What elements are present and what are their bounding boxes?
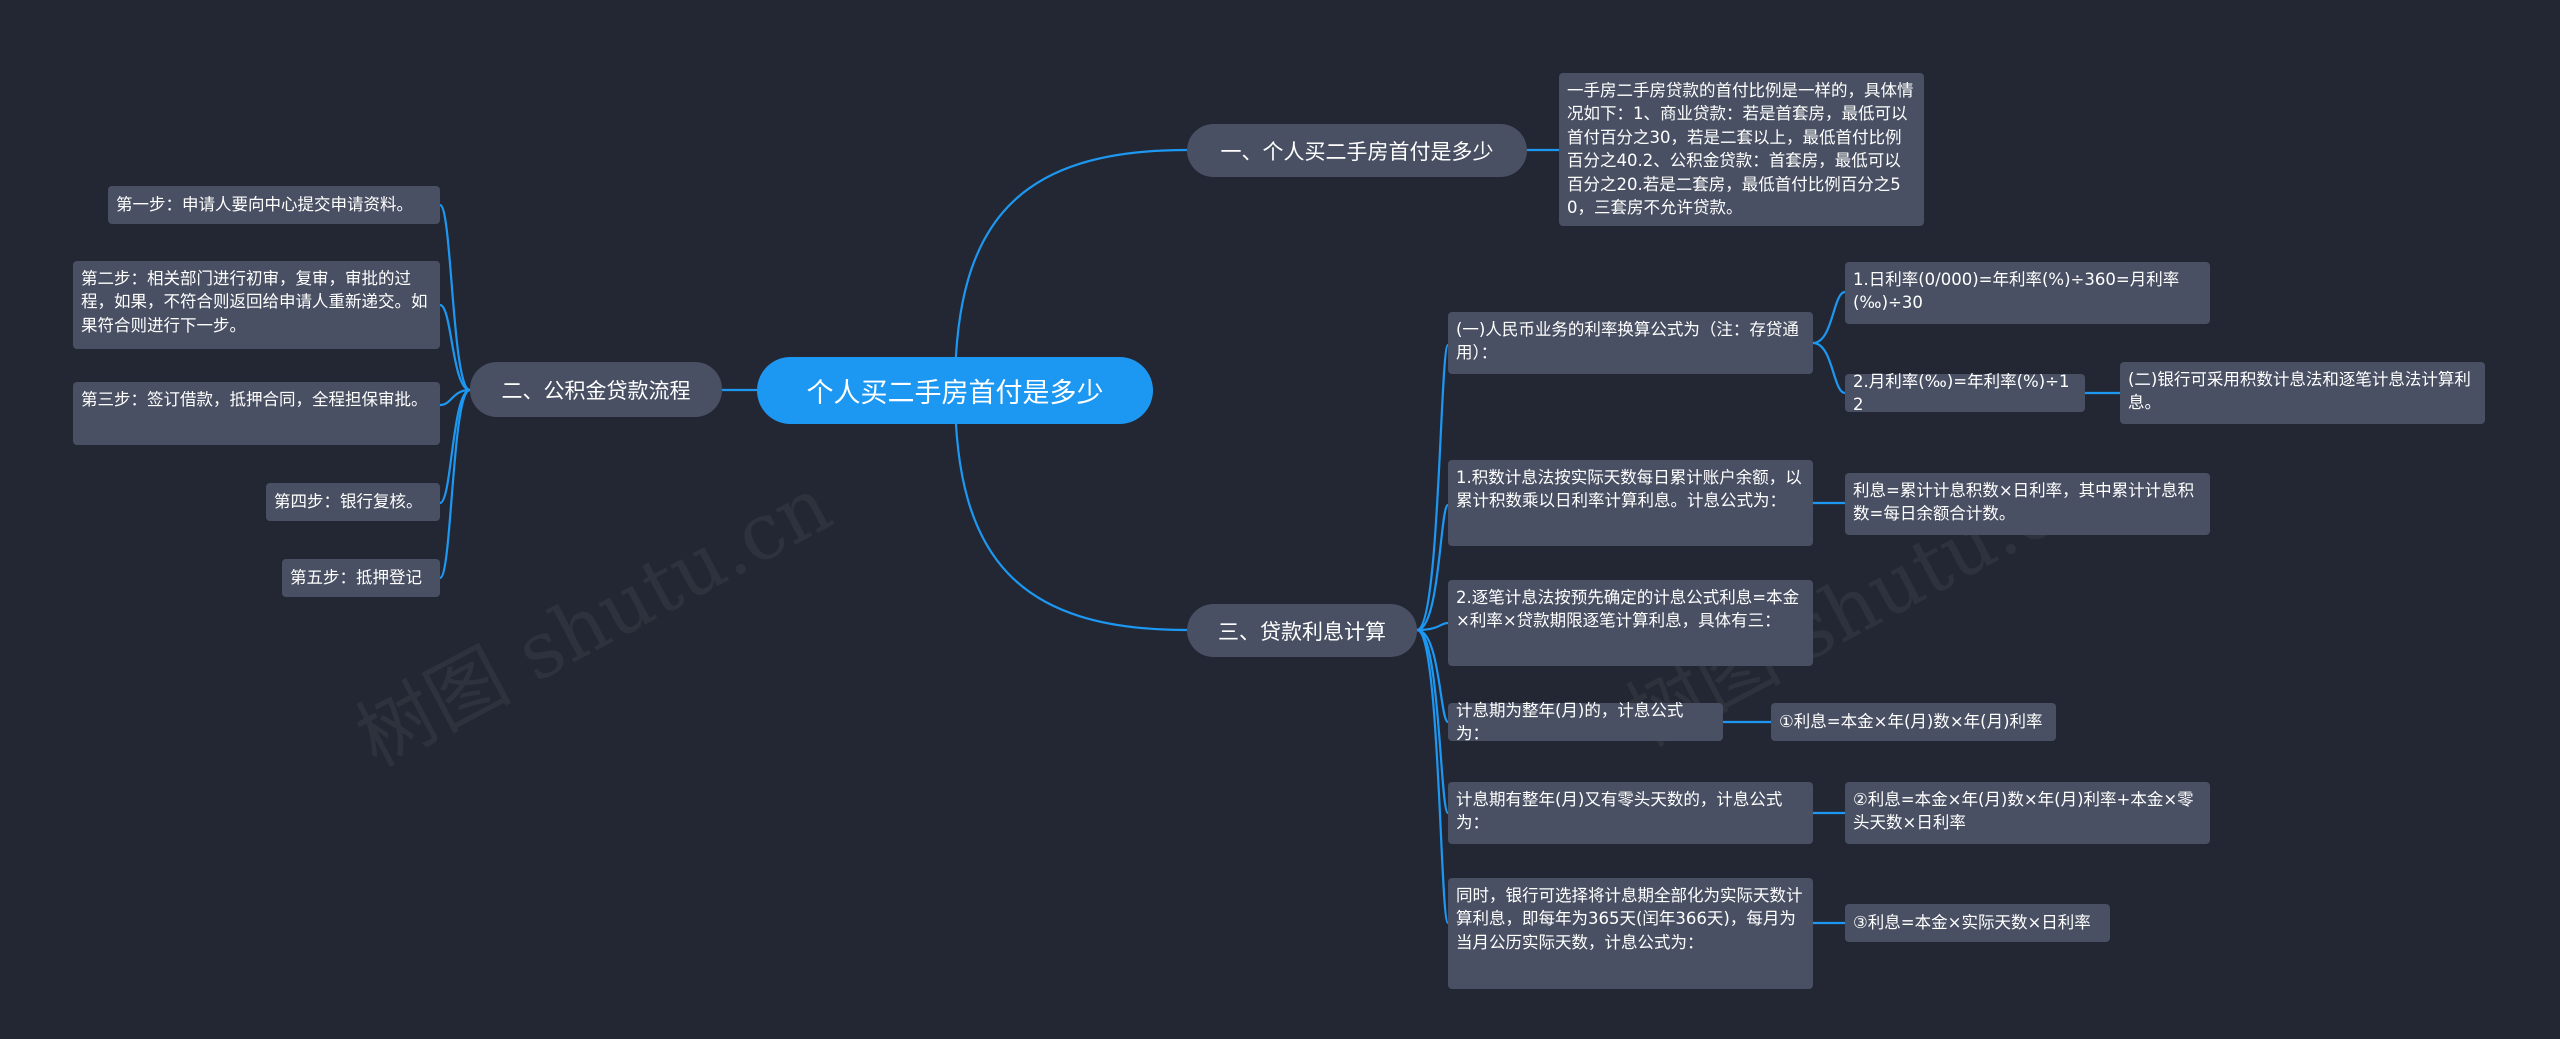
process-step-2[interactable]: 第二步：相关部门进行初审，复审，审批的过程，如果，不符合则返回给申请人重新递交。… [73, 261, 440, 349]
interest-item-accumulation[interactable]: 1.积数计息法按实际天数每日累计账户余额，以累计积数乘以日利率计算利息。计息公式… [1448, 460, 1813, 546]
branch-down-payment[interactable]: 一、个人买二手房首付是多少 [1187, 124, 1527, 177]
branch-fund-loan-process[interactable]: 二、公积金贷款流程 [470, 362, 722, 417]
process-step-3[interactable]: 第三步：签订借款，抵押合同，全程担保审批。 [73, 382, 440, 445]
accumulation-formula[interactable]: 利息=累计计息积数×日利率，其中累计计息积数=每日余额合计数。 [1845, 473, 2210, 535]
process-step-5[interactable]: 第五步：抵押登记 [282, 559, 440, 597]
interest-item-itemized[interactable]: 2.逐笔计息法按预先确定的计息公式利息=本金×利率×贷款期限逐笔计算利息，具体有… [1448, 580, 1813, 666]
branch-interest-calculation[interactable]: 三、贷款利息计算 [1187, 604, 1417, 657]
process-step-1[interactable]: 第一步：申请人要向中心提交申请资料。 [108, 186, 440, 224]
daily-rate-formula[interactable]: 1.日利率(0/000)=年利率(%)÷360=月利率(‰)÷30 [1845, 262, 2210, 324]
mixed-period-formula[interactable]: ②利息=本金×年(月)数×年(月)利率+本金×零头天数×日利率 [1845, 782, 2210, 844]
interest-item-mixed-period[interactable]: 计息期有整年(月)又有零头天数的，计息公式为： [1448, 782, 1813, 844]
down-payment-detail[interactable]: 一手房二手房贷款的首付比例是一样的，具体情况如下：1、商业贷款：若是首套房，最低… [1559, 73, 1924, 226]
whole-period-formula[interactable]: ①利息=本金×年(月)数×年(月)利率 [1771, 703, 2056, 741]
interest-item-whole-period[interactable]: 计息期为整年(月)的，计息公式为： [1448, 701, 1723, 743]
actual-days-formula[interactable]: ③利息=本金×实际天数×日利率 [1845, 904, 2110, 942]
monthly-rate-formula[interactable]: 2.月利率(‰)=年利率(%)÷12 [1845, 372, 2085, 414]
interest-item-actual-days[interactable]: 同时，银行可选择将计息期全部化为实际天数计算利息，即每年为365天(闰年366天… [1448, 878, 1813, 989]
root-node[interactable]: 个人买二手房首付是多少 [757, 357, 1153, 424]
interest-item-conversion[interactable]: (一)人民币业务的利率换算公式为（注：存贷通用）： [1448, 312, 1813, 374]
process-step-4[interactable]: 第四步：银行复核。 [266, 483, 440, 521]
calculation-methods-note[interactable]: (二)银行可采用积数计息法和逐笔计息法计算利息。 [2120, 362, 2485, 424]
